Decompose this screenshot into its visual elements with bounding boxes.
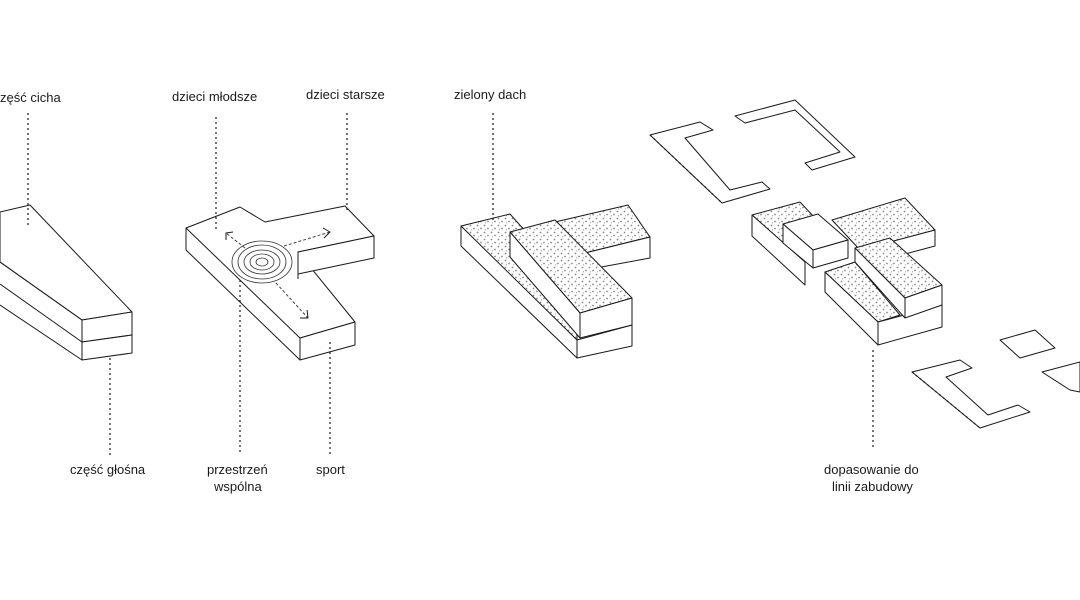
shared-space-rings-icon xyxy=(231,240,293,284)
diagram-quiet-loud xyxy=(0,113,133,455)
footprint-lower-left xyxy=(911,359,1031,429)
label-quiet-part: zęść cicha xyxy=(0,90,61,105)
arrow-to-sport xyxy=(275,282,309,319)
lshape-front-face xyxy=(299,321,356,361)
label-sport: sport xyxy=(316,462,345,477)
label-shared-space-1: przestrzeń xyxy=(207,462,268,477)
lshape-top-face xyxy=(185,205,375,339)
label-fit-line-1: dopasowanie do xyxy=(824,462,919,477)
label-shared-space-2: wspólna xyxy=(213,479,262,494)
label-older-children: dzieci starsze xyxy=(306,87,385,102)
diagram-user-zones xyxy=(185,113,375,455)
bar-top-face xyxy=(0,204,133,321)
footprint-lower-right xyxy=(1041,361,1080,393)
footprint-upper-left xyxy=(649,121,771,204)
label-loud-part: część głośna xyxy=(70,462,146,477)
diagram-building-line xyxy=(649,99,1080,450)
label-green-roof: zielony dach xyxy=(454,87,526,102)
diagram-green-roof xyxy=(460,113,651,359)
label-fit-line-2: linii zabudowy xyxy=(832,479,913,494)
label-younger-children: dzieci młodsze xyxy=(172,89,257,104)
footprint-upper-right xyxy=(734,99,856,171)
lshape-wing-front xyxy=(297,235,375,275)
footprint-lower-square xyxy=(999,329,1056,359)
bar-side-edge xyxy=(0,261,83,360)
arrow-to-younger xyxy=(225,232,246,249)
arrow-to-older xyxy=(283,231,331,247)
